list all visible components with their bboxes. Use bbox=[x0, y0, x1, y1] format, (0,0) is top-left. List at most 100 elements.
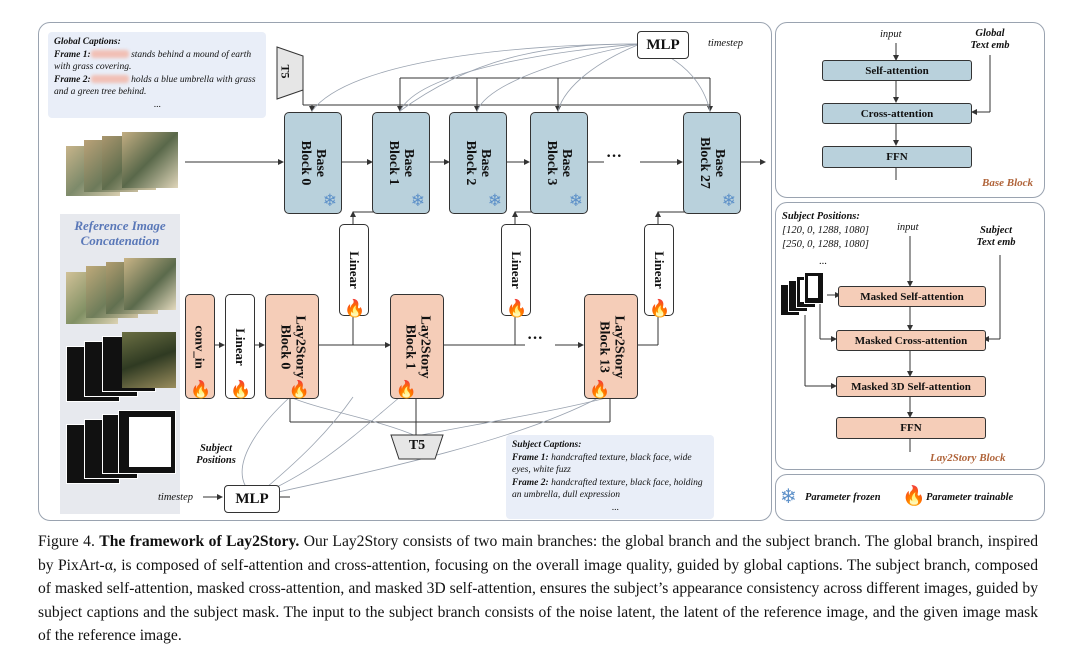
subject-text-emb-label: Subject Text emb bbox=[976, 225, 1016, 248]
masked-cross-attention-box: Masked Cross-attention bbox=[836, 330, 986, 351]
lay-ellipsis: ··· bbox=[527, 330, 544, 347]
base-ellipsis: ··· bbox=[606, 148, 623, 165]
masked-3d-self-attention-box: Masked 3D Self-attention bbox=[836, 376, 986, 397]
subject-positions-2: [250, 0, 1288, 1080] bbox=[782, 239, 869, 250]
subject-ellipsis: ... bbox=[612, 502, 620, 513]
global-captions-note: Global Captions: Frame 1: stands behind … bbox=[48, 32, 266, 118]
global-frame2-label: Frame 2: bbox=[54, 74, 91, 85]
subject-frame1-label: Frame 1: bbox=[512, 452, 549, 463]
snowflake-icon: ❄ bbox=[780, 486, 797, 508]
conv-in-box: conv_in 🔥 bbox=[185, 294, 215, 399]
global-ellipsis: ... bbox=[154, 99, 162, 110]
reference-concat-panel: Reference Image Concatenation bbox=[60, 214, 180, 514]
linear-box-2: Linear 🔥 bbox=[501, 224, 531, 318]
base-block-2: Base Block 2 ❄ bbox=[449, 112, 507, 214]
global-text-emb-label: Global Text emb bbox=[970, 28, 1010, 51]
flame-icon: 🔥 bbox=[395, 380, 417, 399]
t5-trapezoid-shape bbox=[276, 46, 304, 100]
base-block-2-label: Base Block 2 bbox=[463, 140, 493, 186]
ref-mask-stack bbox=[66, 410, 176, 490]
snowflake-icon: ❄ bbox=[322, 191, 337, 210]
t5-bottom-shape bbox=[390, 434, 444, 460]
base-block-panel-title: Base Block bbox=[982, 177, 1034, 189]
t5-encoder-top: T5 bbox=[276, 46, 304, 100]
subject-positions-label: Subject Positions bbox=[196, 443, 236, 466]
base-block-0-label: Base Block 0 bbox=[298, 140, 328, 186]
mask-stack-dots: ... bbox=[819, 256, 827, 267]
blurred-name-2 bbox=[90, 75, 129, 84]
global-captions-title: Global Captions: bbox=[54, 37, 121, 47]
base-block-0: Base Block 0 ❄ bbox=[284, 112, 342, 214]
flame-icon: 🔥 bbox=[230, 380, 252, 399]
conv-in-label: conv_in bbox=[193, 324, 208, 369]
flame-icon: 🔥 bbox=[506, 299, 528, 318]
t5-label-top: T5 bbox=[278, 64, 293, 79]
t5-encoder-bottom: T5 bbox=[390, 434, 444, 460]
linear-box-1: Linear 🔥 bbox=[339, 224, 369, 318]
timestep-label-top: timestep bbox=[708, 38, 743, 49]
subject-frame1-text: handcrafted texture, black face, wide ey… bbox=[512, 452, 692, 476]
masked-self-attention-box: Masked Self-attention bbox=[838, 286, 986, 307]
subject-captions-note: Subject Captions: Frame 1: handcrafted t… bbox=[506, 435, 714, 519]
base-panel-input-label: input bbox=[880, 29, 902, 40]
flame-icon: 🔥 bbox=[649, 299, 671, 318]
base-block-1-label: Base Block 1 bbox=[386, 140, 416, 186]
mask-white-region bbox=[808, 276, 818, 298]
subject-frame2-label: Frame 2: bbox=[512, 477, 549, 488]
mlp-top: MLP bbox=[637, 31, 689, 59]
subject-frame2-text: handcrafted texture, black face, holding… bbox=[512, 477, 703, 501]
ref-noise-images bbox=[66, 258, 176, 328]
mask-thumb-4 bbox=[804, 272, 824, 304]
subject-positions-1: [120, 0, 1288, 1080] bbox=[782, 225, 869, 236]
linear-box-3-label: Linear bbox=[652, 251, 667, 289]
caption-title: The framework of Lay2Story. bbox=[99, 533, 300, 550]
snowflake-icon: ❄ bbox=[721, 191, 736, 210]
caption-figure-number: Figure 4. bbox=[38, 533, 100, 550]
mlp-bottom: MLP bbox=[224, 485, 280, 513]
ffn-box-lay: FFN bbox=[836, 417, 986, 439]
flame-icon: 🔥 bbox=[344, 299, 366, 318]
global-frame1-text: stands behind a mound of earth with gras… bbox=[54, 49, 252, 73]
cross-attention-box: Cross-attention bbox=[822, 103, 972, 124]
linear-box-input: Linear 🔥 bbox=[225, 294, 255, 399]
timestep-label-bottom: timestep bbox=[158, 492, 193, 503]
reference-concat-title: Reference Image Concatenation bbox=[74, 218, 166, 248]
self-attention-box: Self-attention bbox=[822, 60, 972, 81]
lay2story-block-0: Lay2Story Block 0 🔥 bbox=[265, 294, 319, 399]
flame-icon: 🔥 bbox=[190, 380, 212, 399]
global-frame2-text: holds a blue umbrella with grass and a g… bbox=[54, 74, 256, 98]
linear-box-2-label: Linear bbox=[509, 251, 524, 289]
linear-input-label: Linear bbox=[233, 327, 248, 366]
lay2story-block-13-label: Lay2Story Block 13 bbox=[596, 315, 626, 378]
lay2story-panel-title: Lay2Story Block bbox=[930, 452, 1006, 464]
snowflake-icon: ❄ bbox=[410, 191, 425, 210]
legend-trainable-label: Parameter trainable bbox=[926, 492, 1014, 503]
figure-caption: Figure 4. The framework of Lay2Story. Ou… bbox=[38, 530, 1038, 648]
linear-box-1-label: Linear bbox=[347, 251, 362, 289]
snowflake-icon: ❄ bbox=[487, 191, 502, 210]
lay2story-block-1: Lay2Story Block 1 🔥 bbox=[390, 294, 444, 399]
ref-image-4 bbox=[124, 258, 176, 310]
linear-box-3: Linear 🔥 bbox=[644, 224, 674, 318]
t5-label-bottom: T5 bbox=[408, 438, 426, 453]
snowflake-icon: ❄ bbox=[568, 191, 583, 210]
base-block-3: Base Block 3 ❄ bbox=[530, 112, 588, 214]
legend-panel bbox=[775, 474, 1045, 521]
legend-frozen-label: Parameter frozen bbox=[805, 492, 881, 503]
blurred-name-1 bbox=[90, 50, 129, 59]
lay2story-block-1-label: Lay2Story Block 1 bbox=[402, 315, 432, 378]
subject-mask-stack bbox=[780, 268, 826, 318]
ref-latent-stack bbox=[66, 332, 176, 404]
base-block-3-label: Base Block 3 bbox=[544, 140, 574, 186]
base-block-27-label: Base Block 27 bbox=[697, 137, 727, 189]
flame-icon: 🔥 bbox=[288, 380, 310, 399]
subject-positions-title: Subject Positions: bbox=[782, 211, 860, 222]
global-frame1-label: Frame 1: bbox=[54, 49, 91, 60]
lay-panel-input-label: input bbox=[897, 222, 919, 233]
input-image-stack bbox=[66, 132, 184, 204]
base-block-27: Base Block 27 ❄ bbox=[683, 112, 741, 214]
ref-subject-image bbox=[122, 332, 176, 388]
mask-4 bbox=[118, 410, 176, 474]
lay2story-block-13: Lay2Story Block 13 🔥 bbox=[584, 294, 638, 399]
